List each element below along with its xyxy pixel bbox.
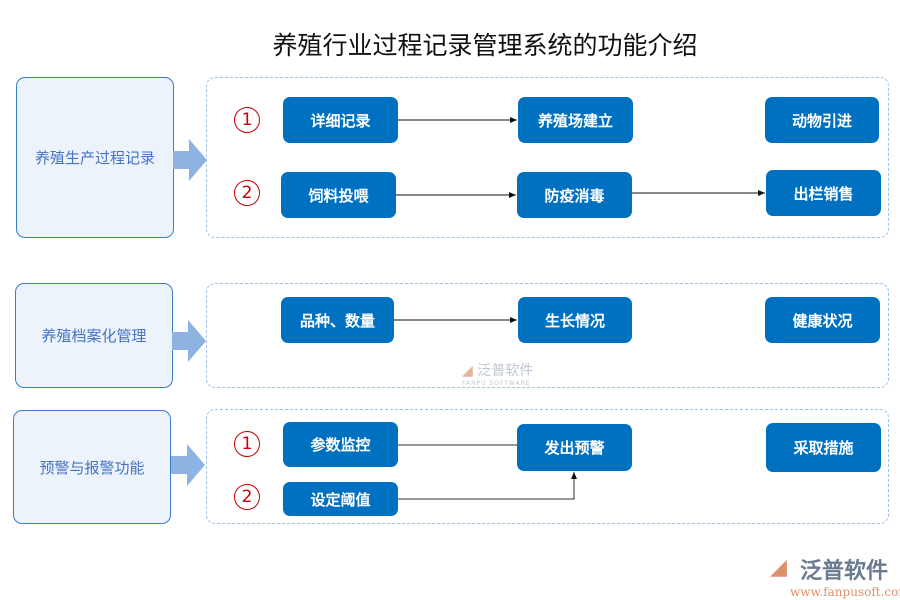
marker-1: 1 xyxy=(234,107,260,133)
brand-logo: ◢泛普软件 www.fanpusoft.com xyxy=(770,555,900,599)
block-arrow-3 xyxy=(171,444,205,486)
category-warning-alarm: 预警与报警功能 xyxy=(13,410,171,524)
node-detailed-record: 详细记录 xyxy=(283,97,398,143)
node-set-threshold: 设定阈值 xyxy=(283,482,398,516)
node-farm-setup: 养殖场建立 xyxy=(518,97,633,143)
section-container-3 xyxy=(206,409,889,524)
marker-1: 1 xyxy=(234,431,260,457)
page-title: 养殖行业过程记录管理系统的功能介绍 xyxy=(272,31,698,60)
node-feeding: 饲料投喂 xyxy=(281,172,396,218)
node-param-monitor: 参数监控 xyxy=(283,422,398,467)
watermark-logo-icon: ◢ xyxy=(462,363,478,379)
node-animal-intro: 动物引进 xyxy=(765,97,879,143)
arrow-threshold-to-warning xyxy=(398,472,577,500)
node-sale: 出栏销售 xyxy=(766,170,881,216)
marker-2: 2 xyxy=(234,180,260,206)
section-container-2 xyxy=(206,283,889,388)
fanpu-logo-icon: ◢ xyxy=(770,555,787,580)
section-container-1 xyxy=(206,77,889,238)
category-production-record: 养殖生产过程记录 xyxy=(16,77,174,238)
block-arrow-1 xyxy=(173,139,207,181)
node-take-measures: 采取措施 xyxy=(766,423,881,472)
node-issue-warning: 发出预警 xyxy=(517,424,632,471)
node-health: 健康状况 xyxy=(765,297,880,343)
node-epidemic-prevention: 防疫消毒 xyxy=(517,172,632,218)
marker-2: 2 xyxy=(234,484,260,510)
node-variety-quantity: 品种、数量 xyxy=(281,297,394,343)
block-arrow-2 xyxy=(172,320,206,362)
node-growth: 生长情况 xyxy=(518,297,632,343)
